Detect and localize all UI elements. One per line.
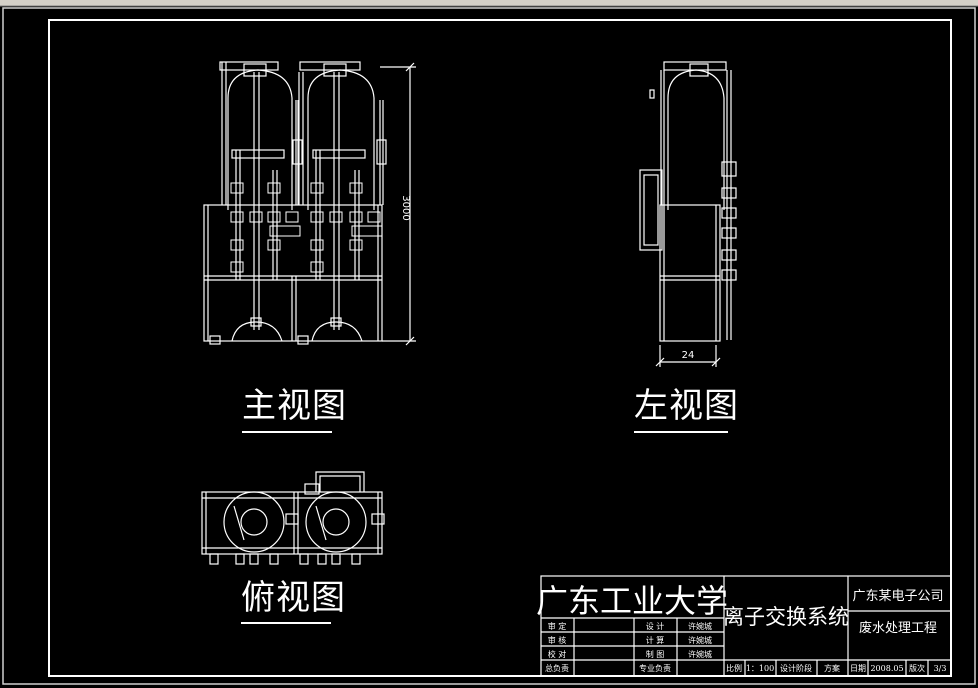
- tb-scale-value: 1：100: [746, 664, 774, 673]
- tb-row-label-approve: 审 定: [548, 621, 567, 631]
- tb-name-design: 许婉城: [688, 621, 712, 631]
- left-dimension-text: 24: [682, 350, 695, 361]
- tb-date-label: 日期: [850, 664, 866, 673]
- tb-row-label-drawing: 制 图: [646, 649, 665, 659]
- tb-stage-label: 设计阶段: [780, 663, 812, 673]
- top-tank-1: [223, 491, 285, 553]
- top-view-label: 俯视图: [241, 578, 346, 618]
- top-view-drawing: [201, 471, 385, 565]
- left-tank-outline: [667, 69, 725, 210]
- tb-sheet-label: 版次: [909, 663, 925, 673]
- tb-name-calc: 许婉城: [688, 635, 712, 645]
- tb-name-drawing: 许婉城: [688, 649, 712, 659]
- tb-date-value: 2008.05: [870, 664, 903, 673]
- tb-row-label-check: 校 对: [548, 649, 567, 659]
- tank-1-outline: [227, 69, 293, 210]
- tb-row-label-design: 设 计: [646, 621, 665, 631]
- inner-sheet-frame: [48, 19, 952, 677]
- front-view-drawing: [203, 61, 416, 346]
- front-support-frame: [203, 204, 383, 342]
- outer-sheet-frame: [2, 7, 976, 685]
- title-block-university: 广东工业大学: [536, 582, 728, 620]
- title-block-engineering: 废水处理工程: [859, 620, 937, 636]
- title-block-project-title: 离子交换系统: [723, 605, 849, 629]
- front-view-label: 主视图: [242, 386, 347, 426]
- title-block-client: 广东某电子公司: [852, 589, 943, 604]
- tb-row-label-calc: 计 算: [646, 635, 665, 645]
- tb-row-label-review: 审 核: [548, 635, 567, 645]
- tank-2-outline: [307, 69, 375, 210]
- tb-stage-value: 方案: [824, 663, 840, 673]
- left-view-label: 左视图: [634, 386, 739, 426]
- top-tank-2: [305, 491, 367, 553]
- left-view-drawing: [639, 61, 737, 367]
- tb-row-label-specialty: 专业负责: [639, 663, 671, 673]
- title-block-frame: [540, 575, 952, 677]
- left-support-frame: [659, 204, 721, 342]
- top-outer-frame: [201, 491, 383, 555]
- tb-scale-label: 比例: [726, 663, 742, 673]
- tb-sheet-value: 3/3: [934, 664, 947, 673]
- front-valves: [230, 182, 383, 273]
- front-dimension-text: 3000: [400, 195, 411, 220]
- viewport-top-strip: [0, 0, 978, 6]
- tb-row-label-chief: 总负责: [545, 663, 569, 673]
